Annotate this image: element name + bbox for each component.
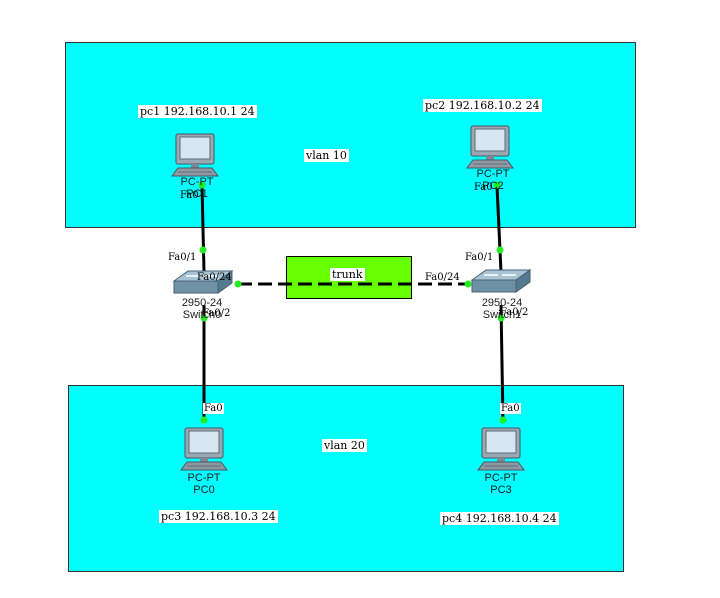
port-sw1-fa01: Fa0/1 bbox=[465, 252, 494, 263]
switch1-name: Switch1 bbox=[482, 309, 522, 321]
port-sw1-fa024: Fa0/24 bbox=[425, 272, 460, 283]
switch0-label[interactable]: 2950-24 Switch0 bbox=[172, 297, 232, 321]
vlan-20-label: vlan 20 bbox=[322, 439, 367, 452]
port-pc0-fa0: Fa0 bbox=[203, 403, 224, 414]
note-pc4: pc4 192.168.10.4 24 bbox=[440, 512, 559, 525]
pc1-model: PC-PT bbox=[180, 176, 214, 188]
pc2-model: PC-PT bbox=[476, 168, 510, 180]
pc3-name: PC3 bbox=[490, 484, 512, 496]
switch1-icon bbox=[471, 269, 531, 293]
trunk-label: trunk bbox=[330, 268, 365, 281]
vlan-10-area bbox=[65, 42, 636, 228]
port-sw0-fa024: Fa0/24 bbox=[197, 272, 232, 283]
port-light bbox=[199, 246, 207, 254]
port-light bbox=[198, 181, 206, 189]
pc0-model: PC-PT bbox=[187, 472, 221, 484]
switch1-label[interactable]: 2950-24 Switch1 bbox=[472, 297, 532, 321]
port-sw0-fa02: Fa0/2 bbox=[202, 308, 231, 319]
port-light bbox=[493, 181, 501, 189]
port-sw0-fa01: Fa0/1 bbox=[168, 252, 197, 263]
note-pc3: pc3 192.168.10.3 24 bbox=[159, 510, 278, 523]
port-sw1-fa02: Fa0/2 bbox=[500, 307, 529, 318]
pc2-name: PC2 bbox=[482, 180, 504, 192]
pc1-name: PC1 bbox=[186, 188, 208, 200]
link-pc1-switch0 bbox=[200, 185, 206, 273]
port-light bbox=[200, 314, 208, 322]
vlan-10-label: vlan 10 bbox=[304, 149, 349, 162]
port-light bbox=[496, 246, 504, 254]
switch1-model: 2950-24 bbox=[481, 297, 523, 309]
port-light bbox=[234, 280, 242, 288]
port-light bbox=[499, 416, 507, 424]
switch0-name: Switch0 bbox=[182, 309, 222, 321]
port-light bbox=[200, 416, 208, 424]
port-light bbox=[464, 280, 472, 288]
pc1-label[interactable]: PC-PT PC1 bbox=[176, 176, 218, 200]
link-switch1-pc3 bbox=[499, 304, 505, 423]
note-pc2: pc2 192.168.10.2 24 bbox=[423, 99, 542, 112]
switch0-model: 2950-24 bbox=[181, 297, 223, 309]
port-light bbox=[497, 314, 505, 322]
link-pc2-switch1 bbox=[495, 185, 503, 273]
pc0-label[interactable]: PC-PT PC0 bbox=[183, 472, 225, 496]
note-pc1: pc1 192.168.10.1 24 bbox=[138, 105, 257, 118]
pc3-label[interactable]: PC-PT PC3 bbox=[480, 472, 522, 496]
vlan-20-area bbox=[68, 385, 624, 572]
pc0-name: PC0 bbox=[193, 484, 215, 496]
port-pc3-fa0: Fa0 bbox=[500, 403, 521, 414]
pc2-label[interactable]: PC-PT PC2 bbox=[472, 168, 514, 192]
port-pc2-fa0: Fa0 bbox=[474, 182, 493, 193]
port-pc1-fa0: Fa0 bbox=[180, 190, 199, 201]
pc3-model: PC-PT bbox=[484, 472, 518, 484]
